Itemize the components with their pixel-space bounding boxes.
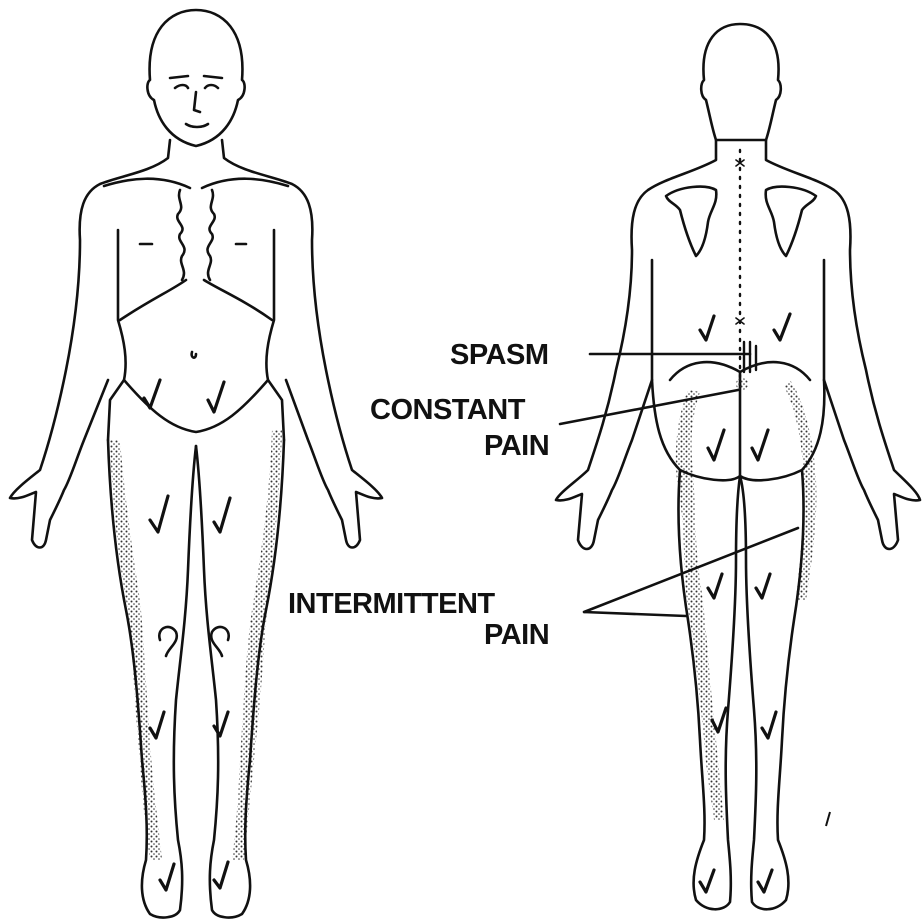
stray-mark	[826, 812, 830, 826]
spasm-marks	[744, 342, 756, 372]
back-right-leg	[740, 470, 804, 909]
constant-pain-label-line2: PAIN	[484, 430, 549, 462]
front-clavicles	[104, 179, 288, 188]
front-left-leg-stipple	[110, 440, 162, 860]
front-sternum-ribs	[177, 190, 214, 280]
front-figure	[10, 10, 382, 917]
spasm-label: SPASM	[450, 339, 548, 371]
constant-pain-spot	[736, 378, 748, 390]
front-head	[147, 10, 244, 146]
constant-pain-pointer-line	[560, 390, 738, 424]
front-ribcage	[120, 280, 272, 320]
front-neck-shoulders	[10, 140, 382, 548]
back-figure	[556, 24, 920, 909]
front-face-features	[170, 76, 222, 127]
intermittent-pain-label-line1: INTERMITTENT	[288, 588, 495, 620]
front-right-leg-stipple	[232, 430, 282, 860]
intermittent-pain-label-line2: PAIN	[484, 619, 549, 651]
constant-pain-label-line1: CONSTANT	[370, 394, 526, 426]
front-navel	[192, 352, 196, 358]
front-knees	[159, 627, 228, 656]
front-torso	[108, 230, 284, 440]
back-head	[701, 24, 781, 140]
front-groin	[124, 380, 268, 432]
